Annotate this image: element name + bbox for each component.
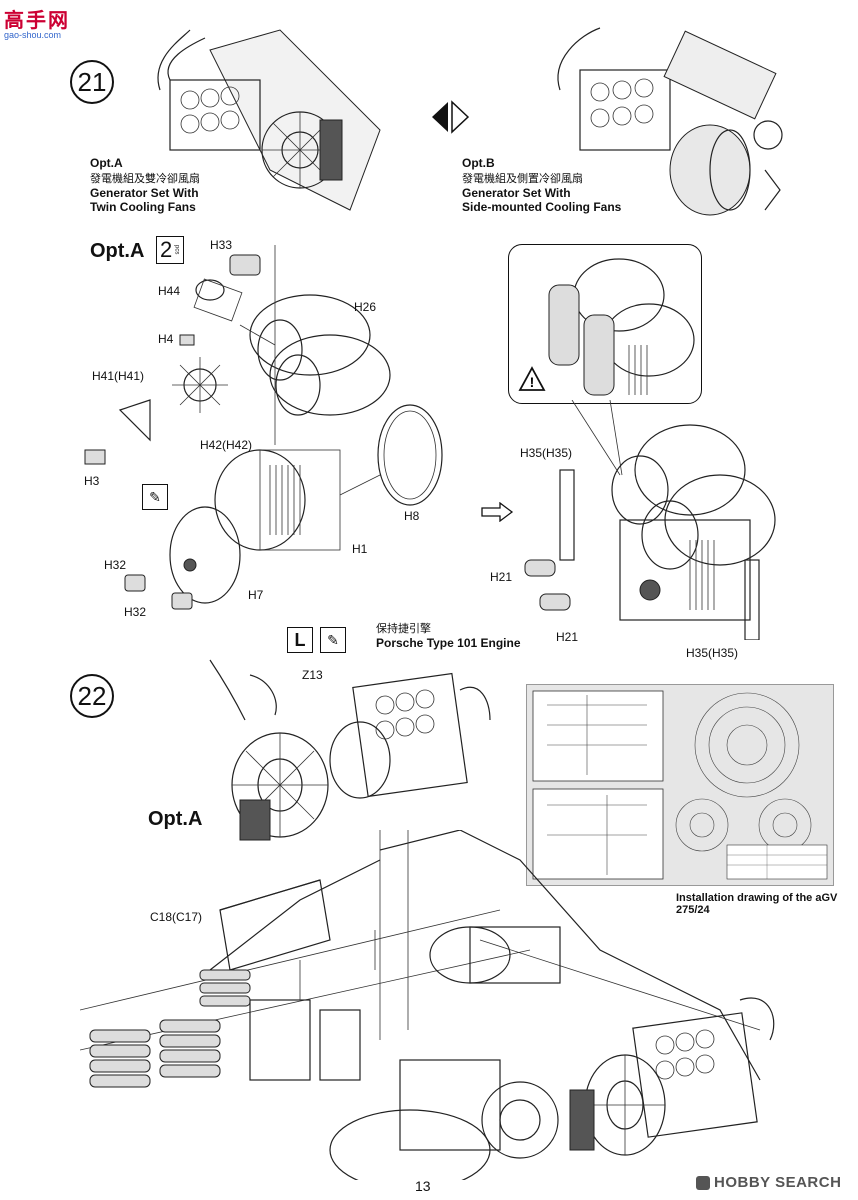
h21-spring-parts: [524, 559, 571, 611]
opt-b-title: Opt.B: [462, 156, 495, 170]
part-label: H35(H35): [520, 446, 573, 460]
step21-assembled-diagram: [559, 424, 776, 640]
opt-a-zh: 發電機組及雙冷卻風扇: [90, 172, 200, 185]
part-label: H21: [556, 630, 579, 644]
swap-arrows-icon: [432, 100, 470, 134]
warning-icon: !: [518, 366, 546, 391]
site-logo: 高手网 gao-shou.com: [4, 4, 74, 40]
site-logo-text: 高手网: [4, 10, 70, 32]
qty-unit: pcs: [173, 245, 180, 255]
part-label: H4: [158, 332, 174, 346]
hobby-search-icon: [696, 1175, 710, 1190]
part-label: H44: [158, 284, 181, 298]
engine-label-en: Porsche Type 101 Engine: [376, 636, 521, 650]
part-label: H3: [84, 474, 100, 488]
site-logo-url: gao-shou.com: [4, 30, 62, 40]
cut-icon: L: [287, 627, 313, 653]
detail-callout: [508, 244, 702, 404]
part-label: H32: [124, 605, 147, 619]
part-label: H8: [404, 509, 420, 523]
hull-chassis-diagram: [80, 830, 775, 1180]
installation-caption: Installation drawing of the aGV 275/24: [676, 892, 837, 916]
opt-b-zh: 發電機組及側置冷卻風扇: [462, 172, 583, 185]
svg-text:!: !: [530, 374, 535, 390]
opt-b-engine-illustration: [557, 27, 783, 216]
installation-caption-line1: Installation drawing of the aGV: [676, 892, 838, 904]
hobby-search-text: HOBBY SEARCH: [714, 1174, 842, 1191]
part-label: H21: [490, 570, 513, 584]
detail-callout-drawing: [548, 258, 695, 396]
step22-opt-heading: Opt.A: [148, 808, 203, 830]
opt-a-title: Opt.A: [90, 156, 123, 170]
hobby-search-logo: HOBBY SEARCH: [696, 1174, 841, 1191]
step-21-number: 21: [70, 60, 114, 104]
part-label: H26: [354, 300, 377, 314]
part-label: H7: [248, 588, 264, 602]
part-label: H41(H41): [92, 369, 145, 383]
opt-b-line2: Side-mounted Cooling Fans: [462, 200, 622, 214]
part-label: H32: [104, 558, 127, 572]
part-label: H42(H42): [200, 438, 253, 452]
next-arrow-icon: [481, 502, 514, 522]
part-label: H35(H35): [686, 646, 739, 660]
installation-caption-line2: 275/24: [676, 904, 710, 916]
qty-number: 2: [160, 237, 173, 262]
callout-pointer: [571, 400, 623, 476]
page-number: 13: [415, 1178, 431, 1194]
part-label: H33: [210, 238, 233, 252]
qty-box: 2 pcs: [156, 236, 184, 264]
step21-exploded-diagram: [84, 245, 443, 610]
step22-engine-diagram: [209, 659, 491, 841]
step21-opt-heading: Opt.A: [90, 240, 145, 262]
opt-a-line2: Twin Cooling Fans: [90, 200, 196, 214]
engine-label: 保持捷引擎 Porsche Type 101 Engine: [376, 620, 521, 650]
step-22-number: 22: [70, 674, 114, 718]
opt-a-caption: Opt.A 發電機組及雙冷卻風扇 Generator Set With Twin…: [90, 156, 200, 214]
opt-b-caption: Opt.B 發電機組及側置冷卻風扇 Generator Set With Sid…: [462, 156, 621, 214]
engine-label-zh: 保持捷引擎: [376, 622, 431, 635]
part-label-z13: Z13: [302, 668, 323, 682]
glue-icon: ✎: [320, 627, 346, 653]
opt-a-engine-illustration: [157, 29, 381, 211]
opt-b-line1: Generator Set With: [462, 186, 571, 200]
installation-drawing-lines: [532, 690, 828, 880]
installation-drawing: [526, 684, 834, 886]
part-label: H1: [352, 542, 368, 556]
part-label-c18: C18(C17): [150, 910, 203, 924]
opt-a-line1: Generator Set With: [90, 186, 199, 200]
glue-icon: ✎: [142, 484, 168, 510]
